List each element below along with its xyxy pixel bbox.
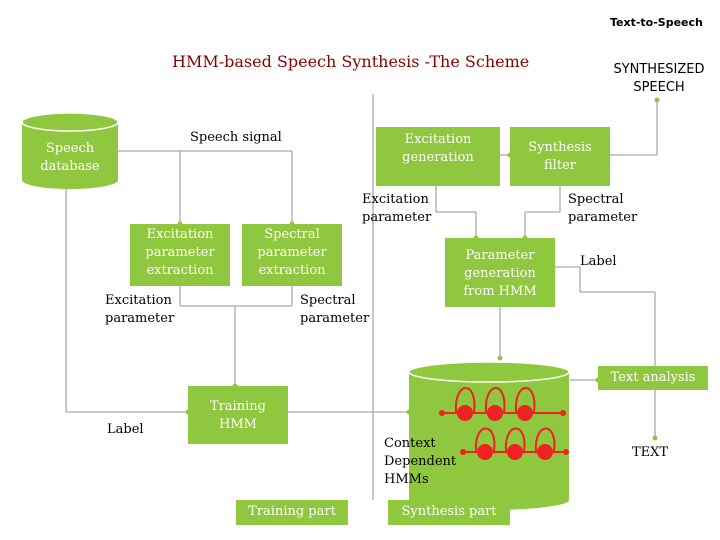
label-right: Label bbox=[580, 254, 617, 269]
context-dependent-hmms-label: Context Dependent HMMs bbox=[384, 436, 457, 487]
training-part-box: Training part bbox=[236, 500, 348, 525]
parameter-generation-box: Parameter generation from HMM bbox=[445, 238, 555, 307]
spectral-parameter-right-label: Spectral parameter bbox=[568, 192, 638, 225]
spectral-parameter-left-label: Spectral parameter bbox=[300, 293, 370, 326]
arrow-lines bbox=[65, 94, 658, 500]
page-title: HMM-based Speech Synthesis -The Scheme bbox=[172, 52, 530, 71]
synthesis-part-box: Synthesis part bbox=[388, 500, 510, 525]
spectral-extraction-box: Spectral parameter extraction bbox=[242, 224, 342, 286]
text-analysis-box: Text analysis bbox=[598, 366, 708, 390]
text-input-label: TEXT bbox=[632, 445, 669, 460]
speech-database-label: Speech database bbox=[40, 141, 100, 174]
hmm-states bbox=[439, 405, 569, 460]
synthesis-filter-box: Synthesis filter bbox=[510, 127, 610, 186]
label-left: Label bbox=[107, 422, 144, 437]
synthesized-speech-label: SYNTHESIZED SPEECH bbox=[613, 62, 705, 95]
excitation-generation-box: Excitation generation bbox=[376, 127, 500, 186]
excitation-extraction-box: Excitation parameter extraction bbox=[130, 224, 230, 286]
excitation-parameter-right-label: Excitation parameter bbox=[362, 192, 432, 225]
corner-title: Text-to-Speech bbox=[610, 16, 703, 29]
training-hmm-box: Training HMM bbox=[188, 386, 288, 444]
excitation-parameter-left-label: Excitation parameter bbox=[105, 293, 175, 326]
speech-database-cylinder bbox=[21, 112, 119, 189]
speech-signal-label: Speech signal bbox=[190, 130, 282, 145]
